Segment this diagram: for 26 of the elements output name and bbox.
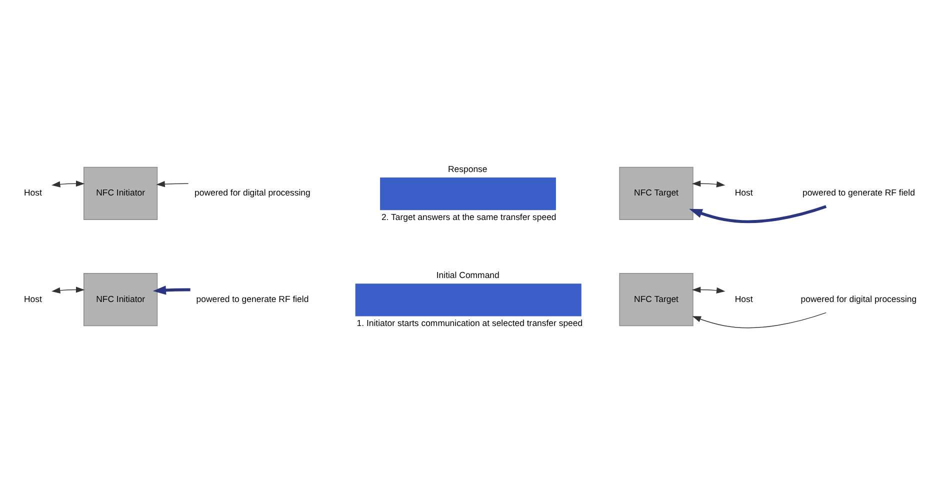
node-label: Initial Command	[436, 270, 500, 280]
node-text: powered to generate RF field	[196, 293, 309, 304]
node-text: Host	[734, 293, 753, 304]
arrow	[692, 312, 826, 328]
node-box: NFC Initiator	[83, 272, 158, 326]
node-text: powered for digital processing	[194, 187, 310, 198]
node-text: Host	[734, 187, 753, 198]
node-label: Response	[448, 164, 488, 174]
arrow	[52, 286, 85, 293]
node-label: 1. Initiator starts communication at selected transfer speed	[356, 318, 583, 328]
arrow	[692, 286, 726, 293]
arrow	[156, 180, 189, 187]
arrow	[689, 204, 827, 223]
node-text: powered for digital processing	[800, 293, 917, 304]
node-box	[380, 176, 556, 210]
node-text: Host	[24, 293, 42, 304]
arrow	[152, 285, 190, 294]
node-box: NFC Target	[619, 272, 694, 326]
node-label: 2. Target answers at the same transfer speed	[382, 212, 556, 222]
node-text: Host	[24, 187, 42, 198]
arrow	[692, 180, 726, 187]
node-box	[355, 283, 582, 316]
node-box: NFC Target	[619, 166, 694, 220]
node-text: powered to generate RF field	[802, 187, 915, 198]
arrow	[52, 180, 85, 187]
node-box: NFC Initiator	[83, 166, 158, 220]
